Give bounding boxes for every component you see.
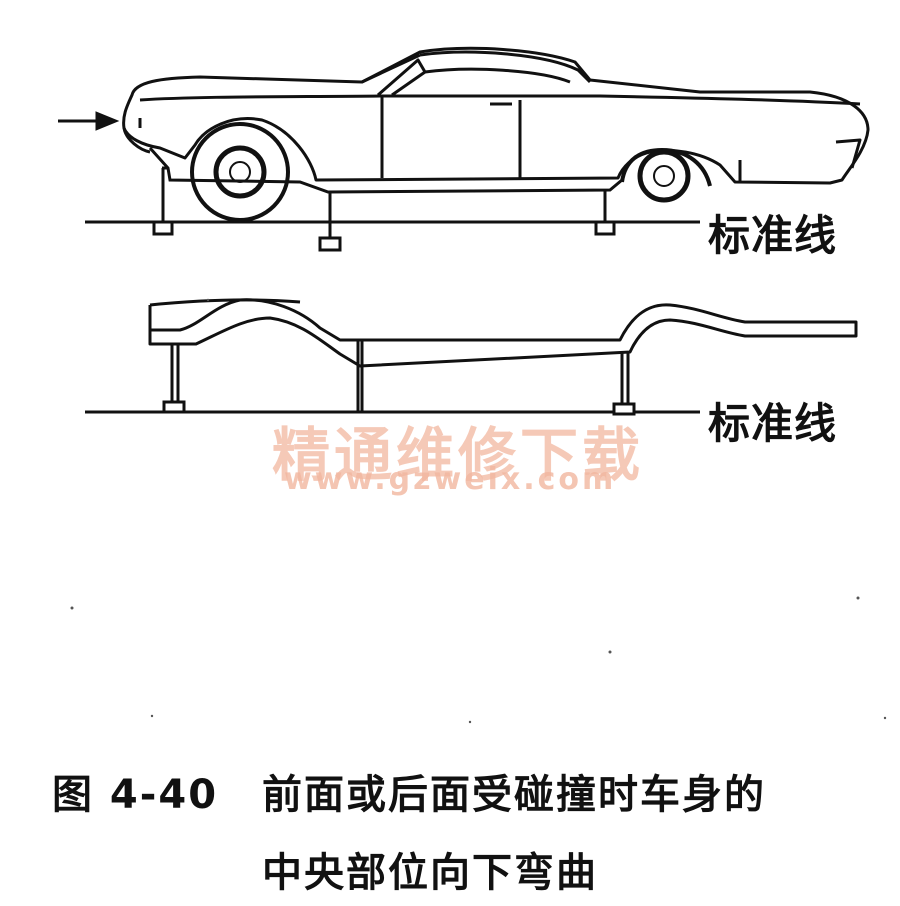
reference-line-label-bottom: 标准线 [708,399,838,448]
figure-caption-line2: 中央部位向下弯曲 [262,850,598,896]
car-wheels [190,122,712,222]
scan-specks [70,298,887,724]
watermark-url: www.gzweix.com [284,462,617,497]
support-stand-icon [162,340,636,416]
reference-line-label-top: 标准线 [708,211,838,260]
frame-icon [148,298,858,368]
impact-arrow-icon [58,111,120,131]
watermark-site-name: 精通维修下载 [272,421,645,489]
figure-number: 图 4-40 [52,772,219,818]
support-stand-icon [152,168,616,252]
car-body-icon [122,46,870,185]
figure-caption-line1: 前面或后面受碰撞时车身的 [262,772,766,818]
